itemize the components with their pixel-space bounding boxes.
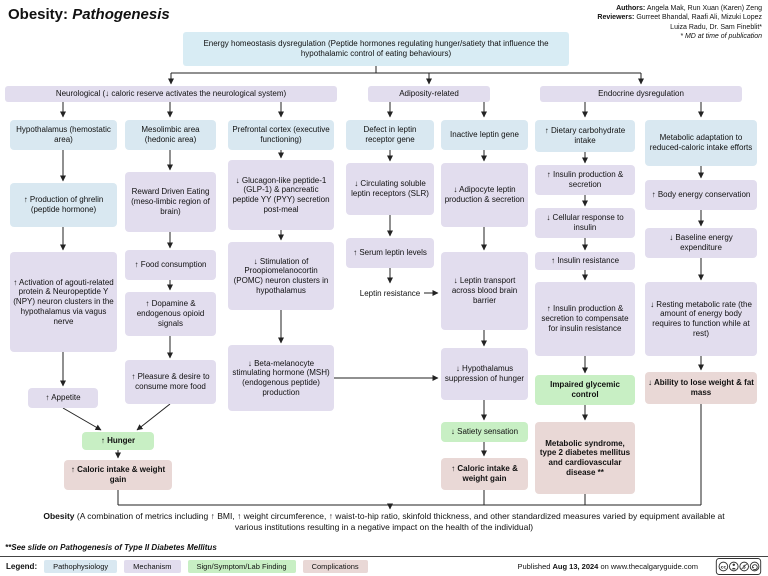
node-dopamine-opioid-signals: ↑ Dopamine & endogenous opioid signals — [125, 292, 216, 336]
svg-text:cc: cc — [721, 565, 727, 570]
obesity-summary: Obesity (A combination of metrics includ… — [30, 511, 738, 534]
node-hypothalamus-hunger-suppression: ↓ Hypothalamus suppression of hunger — [441, 348, 528, 400]
node-energy-homeostasis: Energy homeostasis dysregulation (Peptid… — [183, 32, 569, 66]
node-food-consumption: ↑ Food consumption — [125, 250, 216, 280]
node-glp1-pyy-secretion: ↓ Glucagon-like peptide-1 (GLP-1) & panc… — [228, 160, 334, 230]
node-caloric-intake-weight-gain-2: ↑ Caloric intake & weight gain — [441, 458, 528, 490]
node-leptin-receptor-defect: Defect in leptin receptor gene — [346, 120, 434, 150]
node-compensatory-insulin: ↑ Insulin production & secretion to comp… — [535, 282, 635, 356]
node-msh-production: ↓ Beta-melanocyte stimulating hormone (M… — [228, 345, 334, 411]
node-impaired-glycemic-control: Impaired glycemic control — [535, 375, 635, 405]
node-metabolic-adaptation: Metabolic adaptation to reduced-caloric … — [645, 120, 757, 166]
legend-pathophysiology: Pathophysiology — [44, 560, 118, 573]
branch-endocrine: Endocrine dysregulation — [540, 86, 742, 102]
node-serum-leptin-levels: ↑ Serum leptin levels — [346, 238, 434, 268]
published-note: Published Aug 13, 2024 on www.thecalgary… — [517, 562, 698, 571]
obesity-definition: (A combination of metrics including ↑ BM… — [74, 511, 725, 533]
node-insulin-production: ↑ Insulin production & secretion — [535, 165, 635, 195]
node-prefrontal-cortex: Prefrontal cortex (executive functioning… — [228, 120, 334, 150]
node-hypothalamus: Hypothalamus (hemostatic area) — [10, 120, 117, 150]
node-appetite: ↑ Appetite — [28, 388, 98, 408]
node-leptin-resistance: Leptin resistance — [359, 288, 421, 298]
node-insulin-resistance: ↑ Insulin resistance — [535, 252, 635, 270]
node-pomc-stimulation: ↓ Stimulation of Proopiomelanocortin (PO… — [228, 242, 334, 310]
cc-license-icon: cc $ — [715, 558, 762, 575]
node-reward-driven-eating: Reward Driven Eating (meso-limbic region… — [125, 172, 216, 232]
page-title: Obesity: Pathogenesis — [8, 6, 170, 23]
authors-line: Authors: Angela Mak, Run Xuan (Karen) Ze… — [616, 5, 762, 12]
node-caloric-intake-weight-gain-1: ↑ Caloric intake & weight gain — [64, 460, 172, 490]
node-agrp-npy-activation: ↑ Activation of agouti-related protein &… — [10, 252, 117, 352]
node-inactive-leptin-gene: Inactive leptin gene — [441, 120, 528, 150]
obesity-term: Obesity — [43, 511, 75, 521]
branch-neurological: Neurological (↓ caloric reserve activate… — [5, 86, 337, 102]
node-soluble-leptin-receptors: ↓ Circulating soluble leptin receptors (… — [346, 163, 434, 215]
authors-block: Authors: Angela Mak, Run Xuan (Karen) Ze… — [532, 4, 762, 42]
title-main: Obesity: — [8, 6, 69, 23]
node-adipocyte-leptin-production: ↓ Adipocyte leptin production & secretio… — [441, 163, 528, 227]
reviewers-line: Reviewers: Gurreet Bhandal, Raafi Ali, M… — [597, 14, 762, 22]
svg-text:$: $ — [742, 565, 746, 571]
node-leptin-transport: ↓ Leptin transport across blood brain ba… — [441, 252, 528, 330]
branch-adiposity: Adiposity-related — [368, 86, 490, 102]
node-satiety-sensation: ↓ Satiety sensation — [441, 422, 528, 442]
node-hunger: ↑ Hunger — [82, 432, 154, 450]
node-metabolic-syndrome: Metabolic syndrome, type 2 diabetes mell… — [535, 422, 635, 494]
legend-sign-symptom: Sign/Symptom/Lab Finding — [187, 560, 296, 573]
legend-label: Legend: — [6, 562, 38, 571]
node-ghrelin-production: ↑ Production of ghrelin (peptide hormone… — [10, 183, 117, 227]
reviewers-line2: Luiza Radu, Dr. Sam Fineblit* — [670, 23, 762, 31]
node-baseline-energy-expenditure: ↓ Baseline energy expenditure — [645, 228, 757, 258]
legend-bar: Legend: Pathophysiology Mechanism Sign/S… — [0, 556, 768, 576]
node-mesolimbic-area: Mesolimbic area (hedonic area) — [125, 120, 216, 150]
node-cellular-insulin-response: ↓ Cellular response to insulin — [535, 208, 635, 238]
node-dietary-carbohydrate-intake: ↑ Dietary carbohydrate intake — [535, 120, 635, 152]
see-slide-note: **See slide on Pathogenesis of Type II D… — [5, 543, 217, 552]
legend-mechanism: Mechanism — [124, 560, 181, 573]
node-weight-loss-ability: ↓ Ability to lose weight & fat mass — [645, 372, 757, 404]
node-resting-metabolic-rate: ↓ Resting metabolic rate (the amount of … — [645, 282, 757, 356]
title-subtitle: Pathogenesis — [72, 6, 170, 23]
node-pleasure-desire: ↑ Pleasure & desire to consume more food — [125, 360, 216, 404]
md-note: * MD at time of publication — [680, 33, 762, 41]
legend-complications: Complications — [302, 560, 368, 573]
node-body-energy-conservation: ↑ Body energy conservation — [645, 180, 757, 210]
